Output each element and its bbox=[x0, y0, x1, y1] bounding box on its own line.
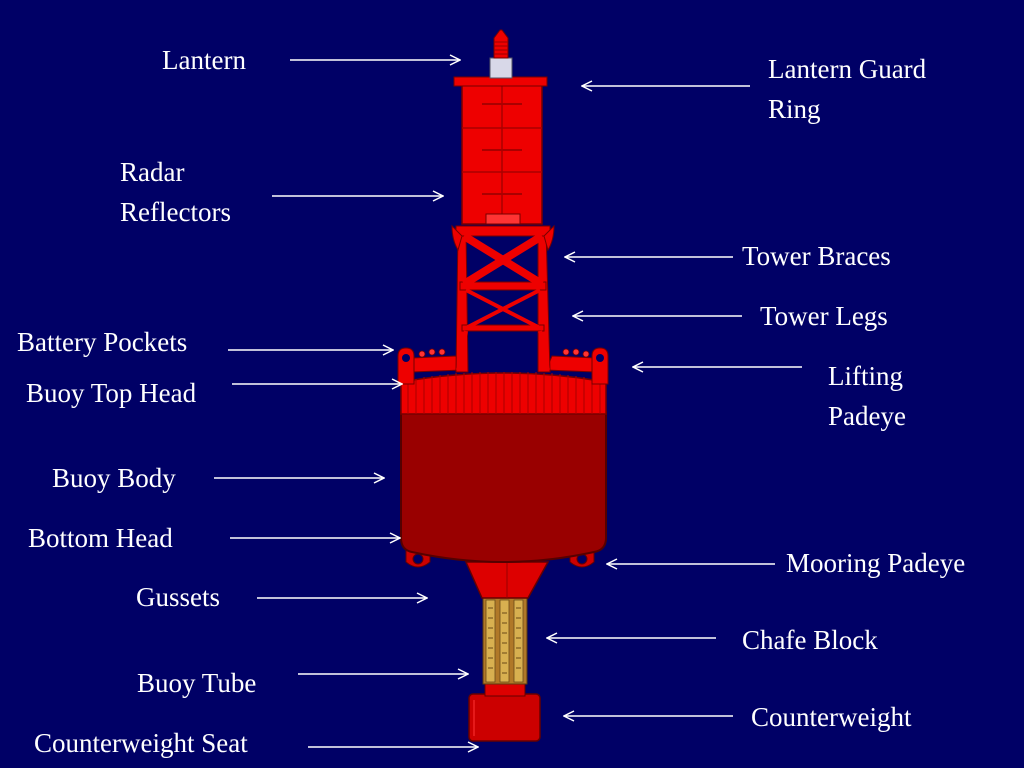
lantern-shape bbox=[489, 29, 513, 79]
battery-pockets-shape bbox=[411, 348, 597, 373]
label-tower-legs: Tower Legs bbox=[760, 301, 888, 331]
tower-shape bbox=[451, 224, 555, 373]
label-lantern-guard-ring-line1: Lantern Guard bbox=[768, 54, 927, 84]
label-buoy-tube: Buoy Tube bbox=[137, 668, 257, 698]
label-counterweight: Counterweight bbox=[751, 702, 912, 732]
radar-reflectors-shape bbox=[461, 83, 543, 225]
label-buoy-body: Buoy Body bbox=[52, 463, 176, 493]
label-lifting-padeye-line1: Lifting bbox=[828, 361, 903, 391]
label-lantern: Lantern bbox=[162, 45, 246, 75]
label-tower-braces: Tower Braces bbox=[742, 241, 891, 271]
buoy-tube-shape bbox=[482, 597, 528, 685]
counterweight-shape bbox=[468, 693, 541, 742]
gussets-shape bbox=[464, 561, 550, 599]
buoy-illustration bbox=[397, 29, 609, 742]
leader-arrows bbox=[214, 60, 802, 747]
label-battery-pockets: Battery Pockets bbox=[17, 327, 188, 357]
label-chafe-block: Chafe Block bbox=[742, 625, 878, 655]
label-buoy-top-head: Buoy Top Head bbox=[26, 378, 197, 408]
label-mooring-padeye: Mooring Padeye bbox=[786, 548, 966, 578]
label-radar-reflectors-line2: Reflectors bbox=[120, 197, 231, 227]
label-lantern-guard-ring-line2: Ring bbox=[768, 94, 821, 124]
buoy-top-head-shape bbox=[400, 372, 607, 415]
label-bottom-head: Bottom Head bbox=[28, 523, 173, 553]
lifting-padeye-shape bbox=[397, 347, 609, 385]
label-counterweight-seat: Counterweight Seat bbox=[34, 728, 248, 758]
buoy-body-shape bbox=[400, 411, 607, 563]
label-gussets: Gussets bbox=[136, 582, 221, 612]
label-radar-reflectors-line1: Radar bbox=[120, 157, 185, 187]
label-lifting-padeye-line2: Padeye bbox=[828, 401, 906, 431]
